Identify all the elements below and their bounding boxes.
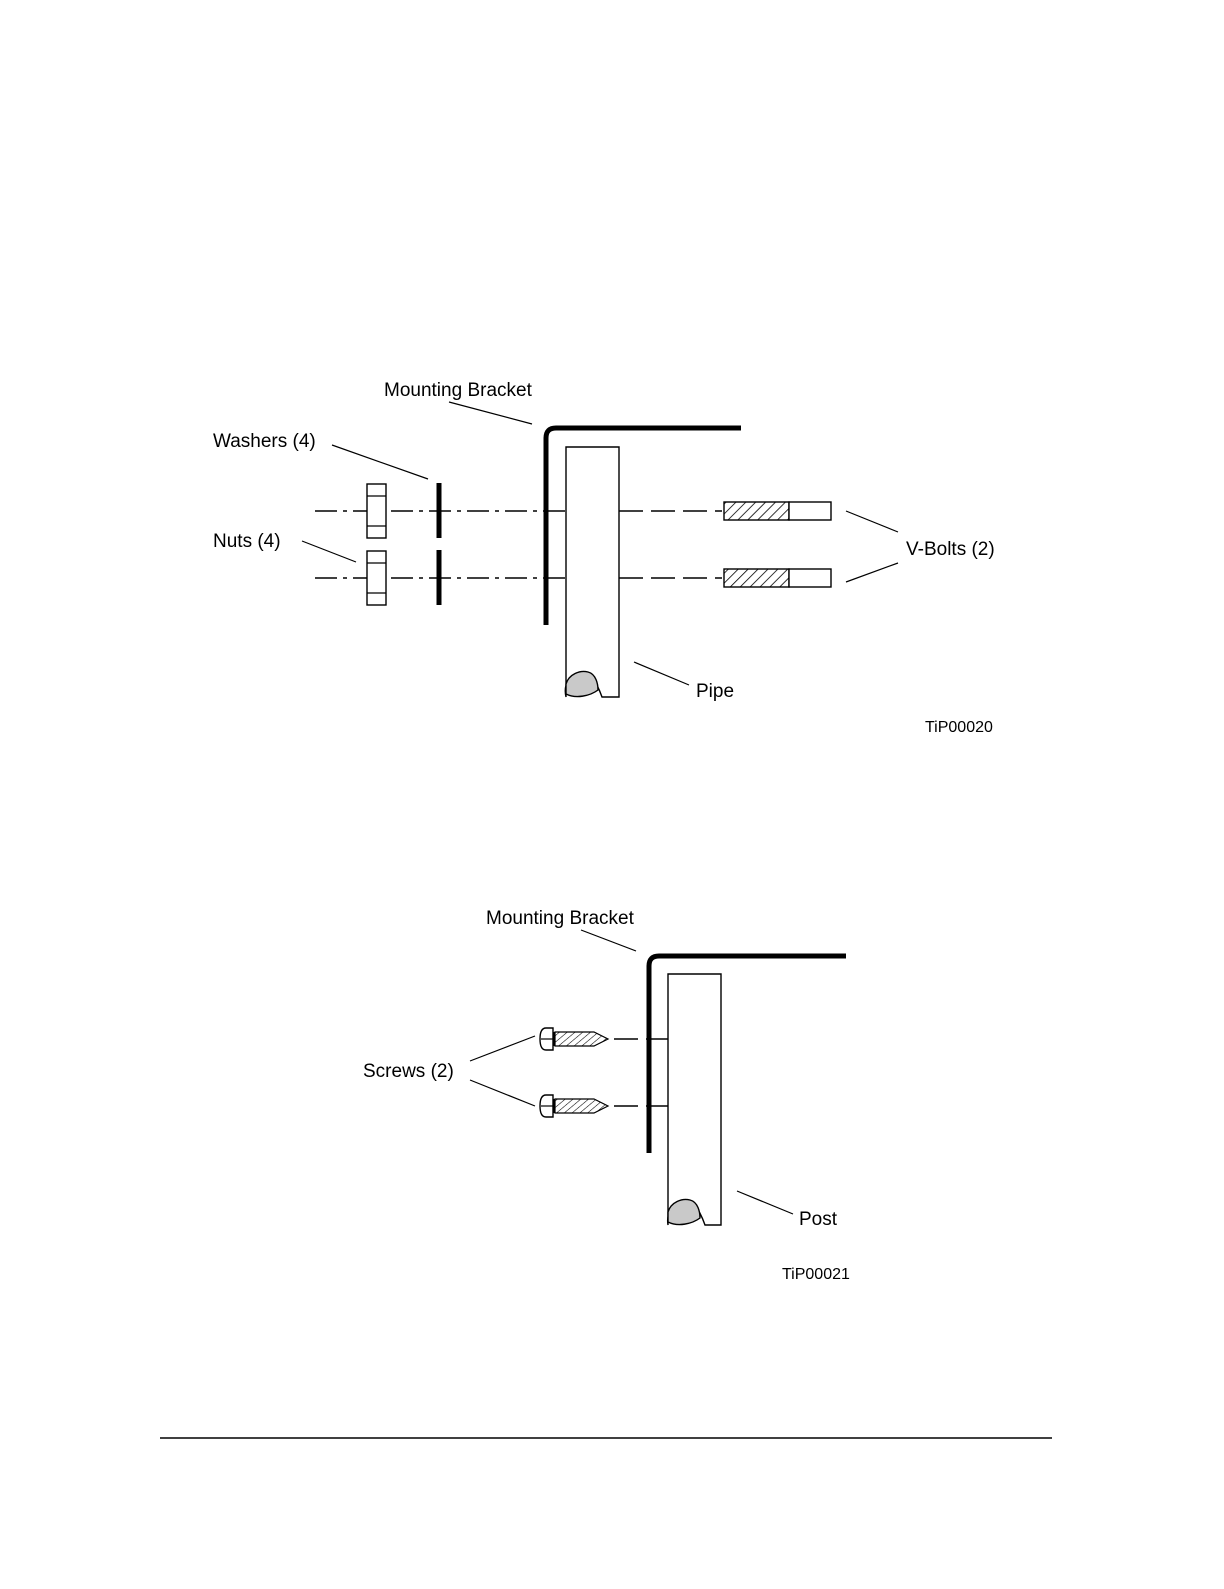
post-mount-figure: Mounting Bracket Screws (2) Post TiP0002… — [363, 908, 850, 1283]
nuts-label: Nuts (4) — [213, 531, 281, 552]
post-figure-code: TiP00021 — [782, 1266, 850, 1283]
pipe-label: Pipe — [696, 681, 734, 702]
pipe-drawing — [565, 447, 619, 697]
screws-label: Screws (2) — [363, 1061, 454, 1082]
post-bracket-label: Mounting Bracket — [486, 908, 635, 929]
post-figure-leaders — [470, 930, 793, 1214]
pipe-mount-figure: Mounting Bracket Washers (4) Nuts (4) V-… — [213, 380, 995, 736]
nuts-drawing — [367, 484, 386, 605]
screw-center-lines — [614, 1039, 668, 1106]
screws-drawing — [540, 1028, 608, 1117]
vbolts-label: V-Bolts (2) — [906, 539, 995, 560]
post-label: Post — [799, 1209, 838, 1230]
washers-label: Washers (4) — [213, 431, 316, 452]
pipe-bracket-label: Mounting Bracket — [384, 380, 533, 401]
pipe-figure-code: TiP00020 — [925, 719, 993, 736]
vbolts-drawing — [724, 502, 831, 587]
post-drawing — [668, 974, 721, 1225]
